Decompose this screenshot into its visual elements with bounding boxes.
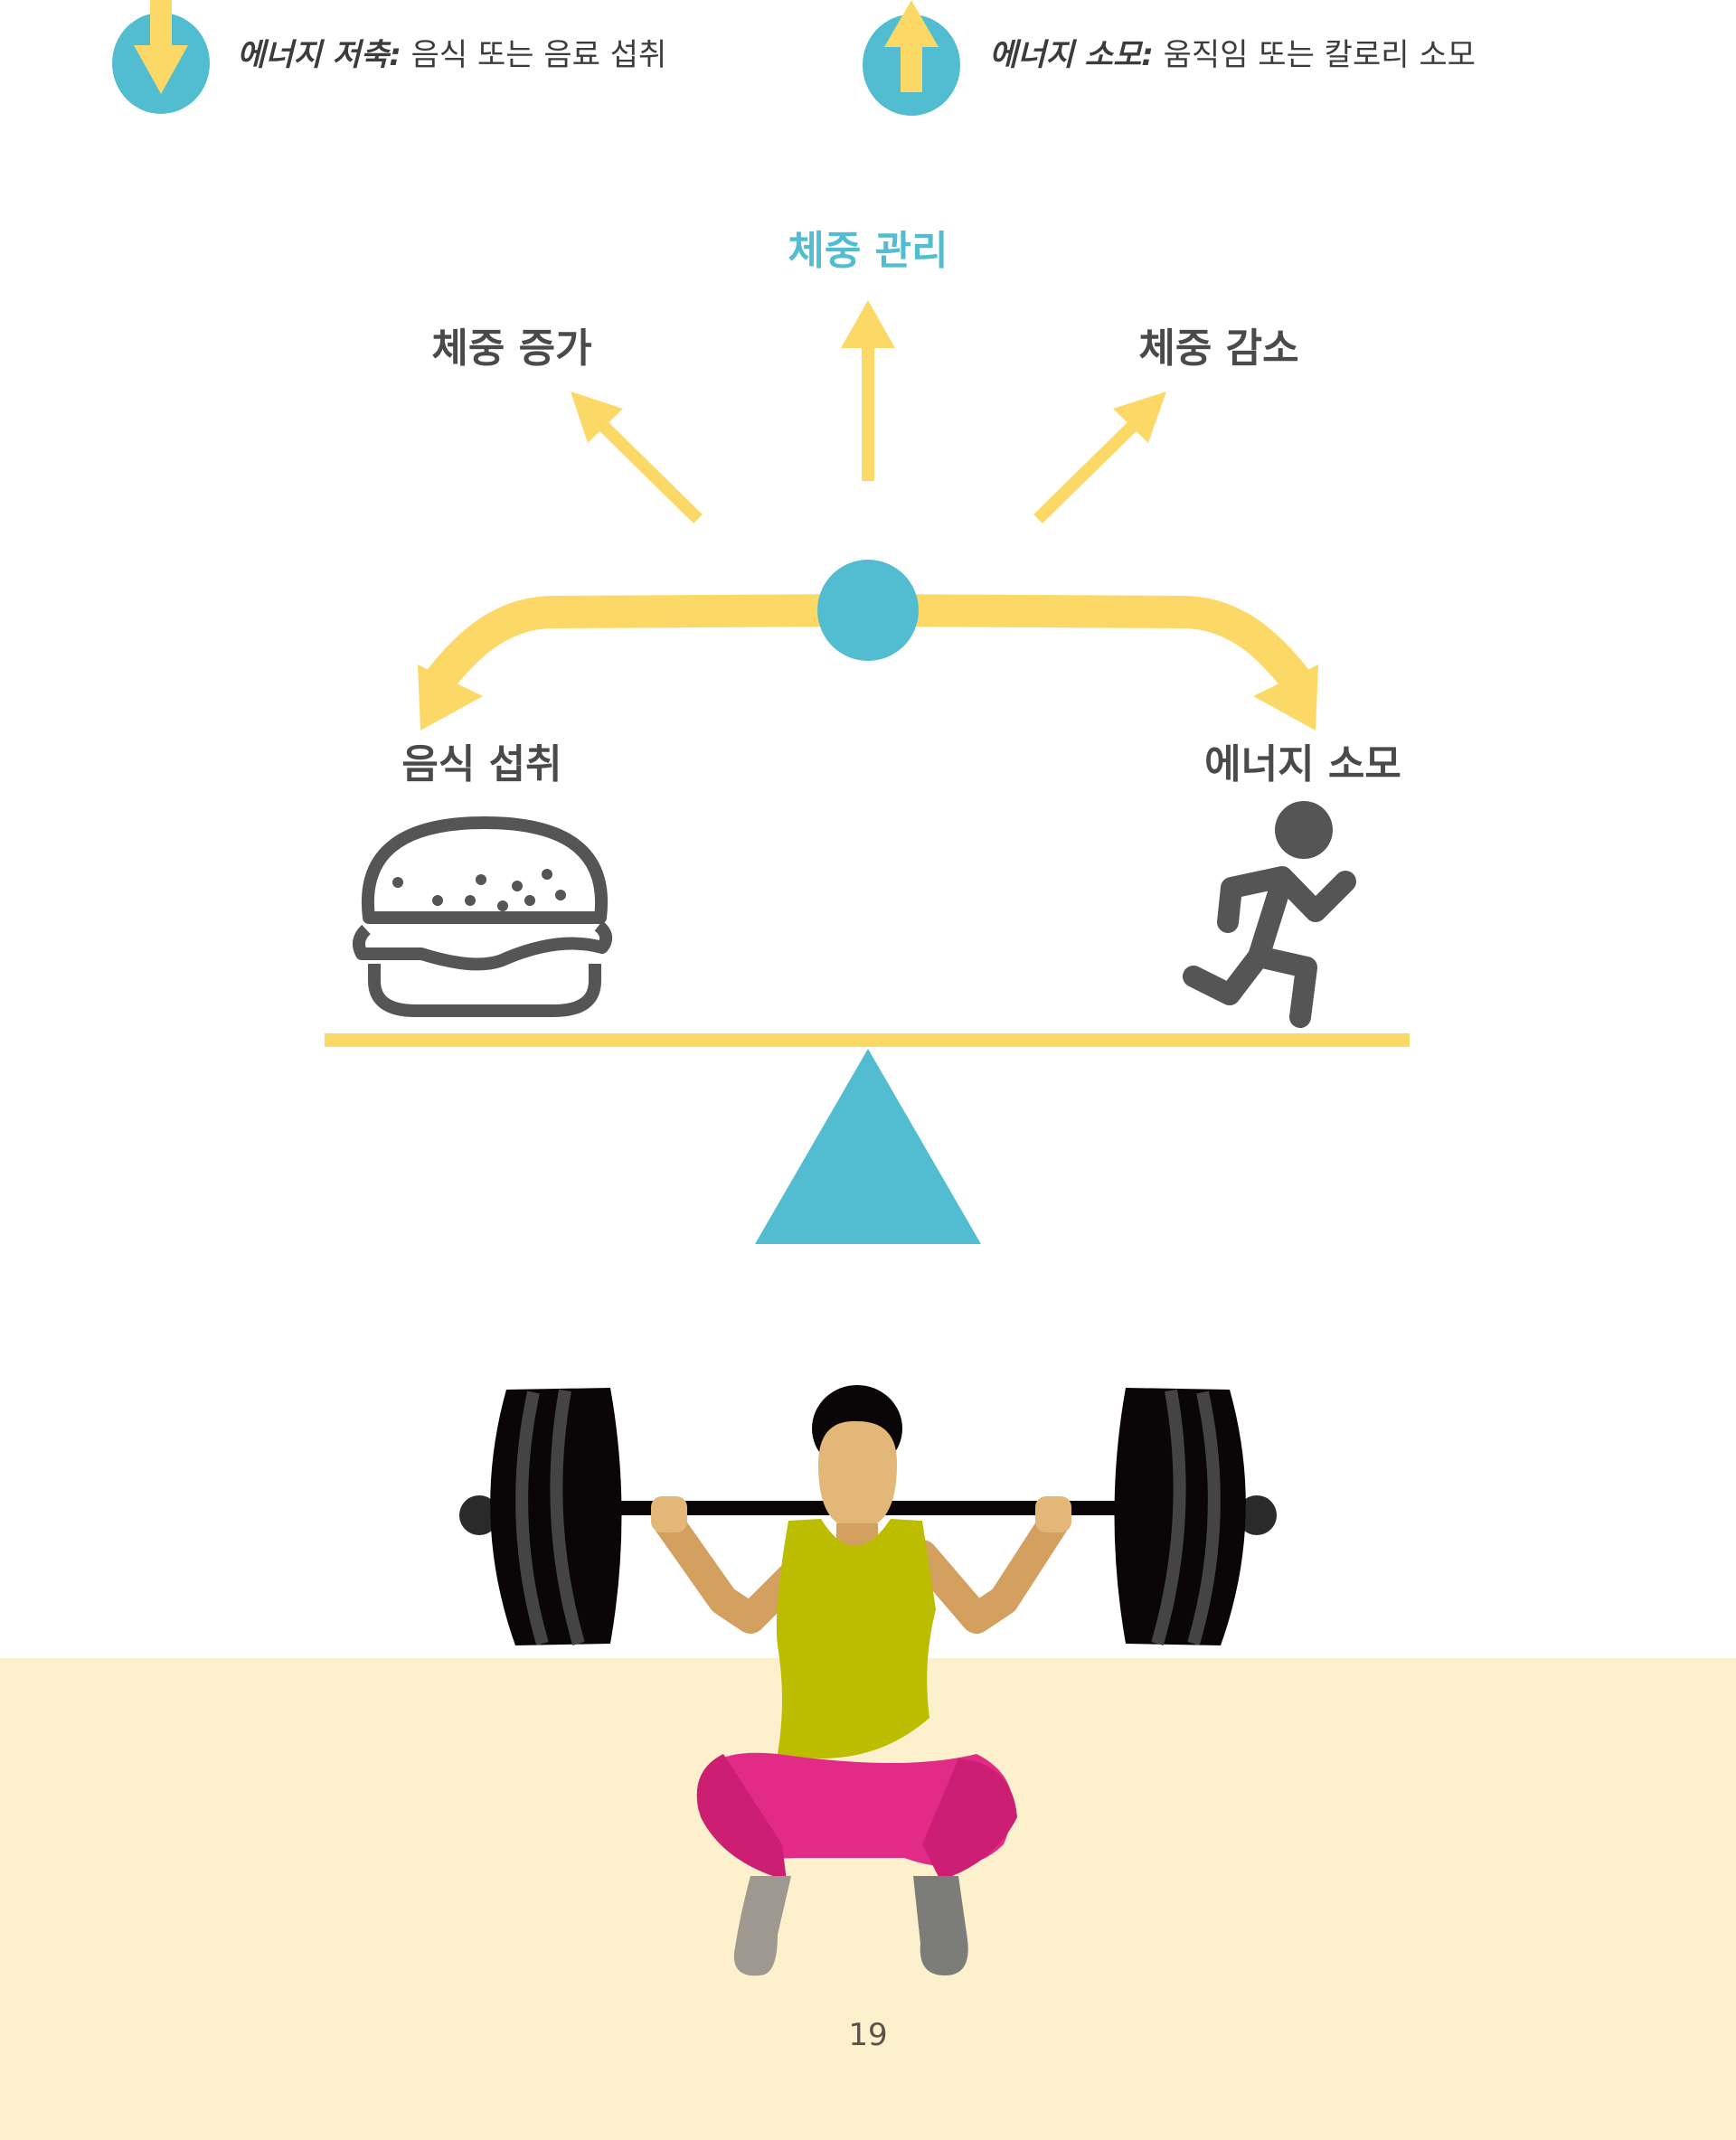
up-arrow-icon: [863, 0, 960, 116]
legend-energy-storage: 에너지 저축: 음식 또는 음료 섭취: [112, 0, 666, 114]
seesaw-fulcrum-triangle: [755, 1049, 981, 1244]
legend-desc: 음식 또는 음료 섭취: [401, 37, 666, 73]
legend-text: 에너지 소모: 움직임 또는 칼로리 소모: [989, 37, 1476, 73]
food-intake-label: 음식 섭취: [401, 741, 561, 787]
outcome-arrows: [571, 300, 1166, 523]
up-right-arrow-icon: [1033, 391, 1166, 523]
weight-gain-label: 체중 증가: [431, 325, 591, 372]
burger-icon: [352, 816, 613, 1017]
legend-term: 에너지 저축:: [237, 37, 401, 73]
up-arrow-icon: [841, 300, 895, 481]
energy-expenditure-label: 에너지 소모: [1204, 741, 1401, 787]
page-number: 19: [848, 2017, 887, 2053]
legend-term: 에너지 소모:: [989, 37, 1154, 73]
legend-desc: 움직임 또는 칼로리 소모: [1154, 37, 1476, 73]
fulcrum-circle: [817, 560, 919, 661]
balance-curve-arrows: [418, 560, 1318, 731]
running-person-icon: [1183, 801, 1356, 1028]
up-left-arrow-icon: [571, 391, 703, 523]
weight-loss-label: 체중 감소: [1138, 325, 1298, 372]
legend-text: 에너지 저축: 음식 또는 음료 섭취: [237, 37, 666, 73]
seesaw-plank: [325, 1033, 1410, 1047]
down-arrow-icon: [112, 0, 210, 114]
weightlifter-illustration: [459, 1385, 1277, 1976]
legend-energy-expenditure: 에너지 소모: 움직임 또는 칼로리 소모: [863, 0, 1476, 116]
weight-management-label: 체중 관리: [788, 228, 948, 274]
